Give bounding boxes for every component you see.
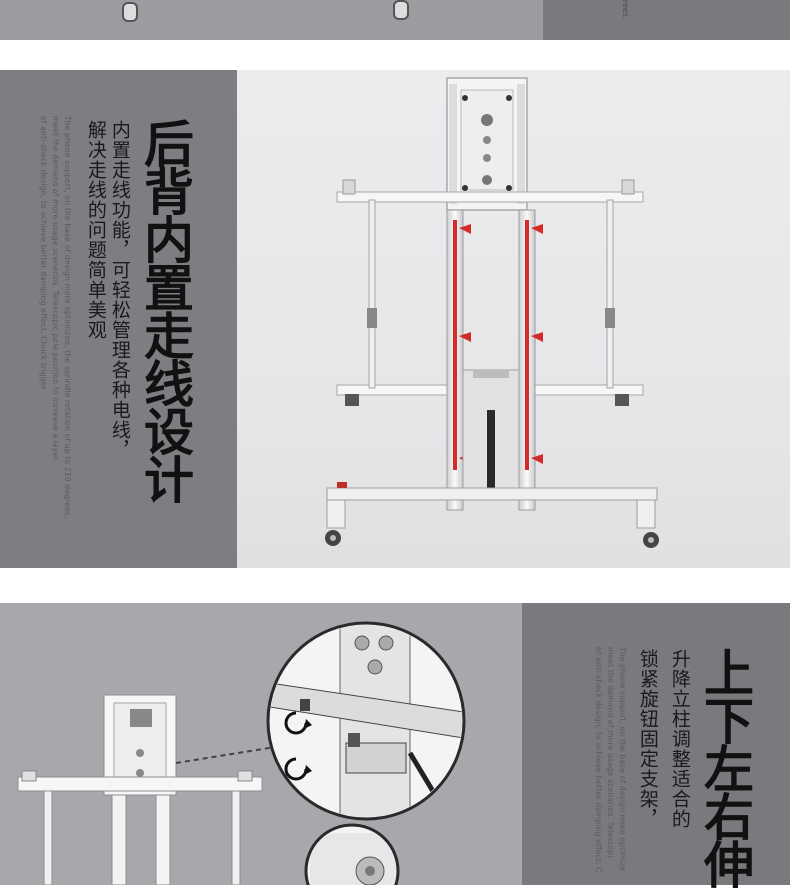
top-strip-left: [0, 0, 543, 40]
section1-small-text-3: of anti-shock design, to achieve better …: [39, 116, 48, 390]
section1-desc-line2: 解决走线的问题简单美观: [84, 120, 107, 340]
section2-product-image: [0, 603, 522, 889]
tv-stand-illustration: [325, 77, 659, 548]
section2-small-text-1: The phone support, on the base of design…: [618, 647, 627, 872]
section2-title: 上下左右伸: [696, 647, 754, 887]
section2-desc-line1: 升降立柱调整适合的: [668, 649, 691, 829]
section1-small-text-2: meet the demand of more usage scenarios.…: [51, 116, 60, 461]
section1-desc-line1: 内置走线功能，可轻松管理各种电线，: [108, 120, 131, 460]
section1-small-text-1: The phone support, on the base of design…: [63, 116, 72, 519]
top-strip-right: rees.: [543, 0, 790, 40]
section1-text-panel: 后背内置走线设计 内置走线功能，可轻松管理各种电线， 解决走线的问题简单美观 T…: [0, 70, 237, 568]
section2-desc-line2: 锁紧旋钮固定支架，: [636, 649, 659, 829]
section1-title: 后背内置走线设计: [136, 118, 194, 502]
caster-wheel-icon: [122, 2, 138, 22]
tv-stand-detail-illustration: [17, 621, 466, 889]
section1-product-image: [237, 70, 790, 568]
caster-wheel-icon: [393, 0, 409, 20]
section2-small-text-3: of anti-shock design, to achieve better …: [594, 647, 603, 873]
section2-text-panel: 上下左右伸 升降立柱调整适合的 锁紧旋钮固定支架， The phone supp…: [522, 603, 790, 887]
top-small-text: rees.: [621, 0, 630, 20]
section2-small-text-2: meet the demand of more usage scenarios.…: [606, 647, 615, 858]
